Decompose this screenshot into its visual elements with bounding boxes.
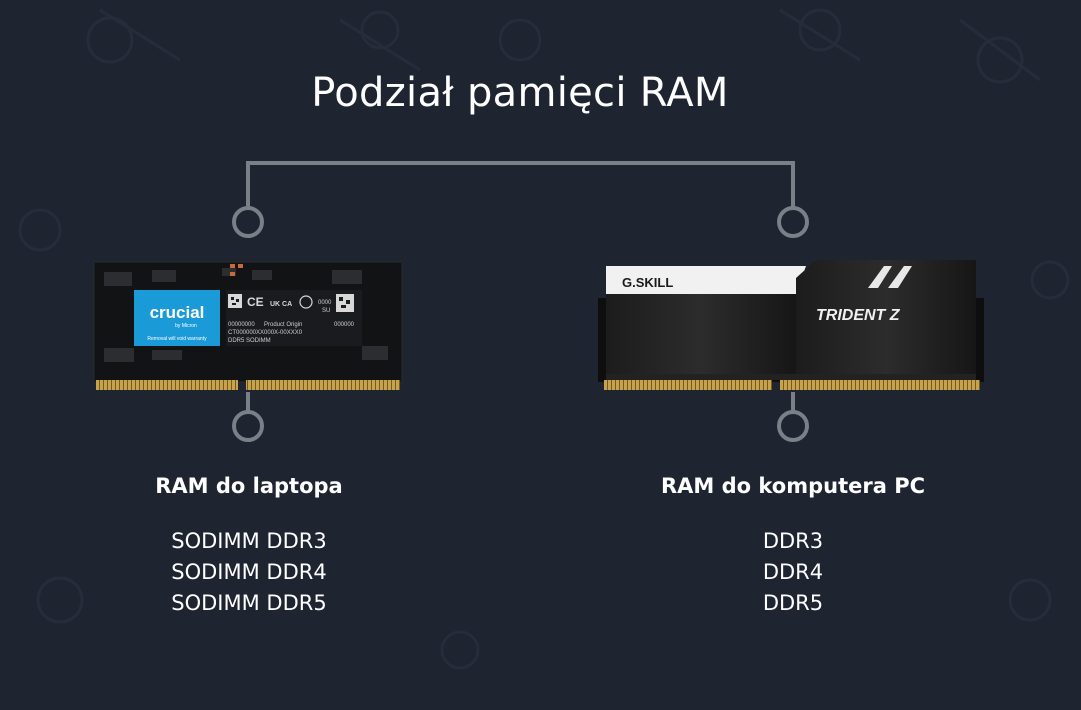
warranty-text: Removal will void warranty [147,336,207,342]
pc-ram-list: DDR3 DDR4 DDR5 [643,526,943,619]
label-line-4: DDR5 SODIMM [228,338,271,344]
right-bottom-node-icon [777,410,809,442]
gskill-brand-text: G.SKILL [622,275,673,290]
right-top-node-icon [777,206,809,238]
top-bracket-line [246,161,795,208]
left-bottom-node-icon [232,410,264,442]
ukca-mark-text: UK CA [270,301,292,308]
label-line-3: CT000000XX000X-00XXX0 [228,330,303,336]
left-top-node-icon [232,206,264,238]
tridentz-series-text: TRIDENT Z [816,307,901,324]
label-line-5: 0000 [318,300,332,306]
list-item: SODIMM DDR3 [171,529,327,553]
label-line-7: 000000 [334,322,355,328]
laptop-ram-list: SODIMM DDR3 SODIMM DDR4 SODIMM DDR5 [98,526,400,619]
sodimm-module-image: crucial by Micron Removal will void warr… [93,261,403,390]
label-line-2: Product Origin [264,322,302,328]
list-item: DDR5 [762,591,824,615]
label-line-6: SU [322,308,330,314]
list-item: DDR4 [762,560,824,584]
ce-mark-text: CE [247,295,264,309]
label-line-1: 00000000 [228,322,255,328]
pc-ram-heading: RAM do komputera PC [660,474,926,498]
page-title: Podział pamięci RAM [311,70,729,116]
crucial-label [134,290,220,346]
list-item: SODIMM DDR4 [171,560,327,584]
crucial-brand-text: crucial [150,303,205,322]
micron-text: by Micron [175,323,197,329]
dimm-module-image: G.SKILL TRIDENT Z [598,260,984,390]
list-item: DDR3 [762,529,824,553]
laptop-ram-heading: RAM do laptopa [155,474,343,498]
list-item: SODIMM DDR5 [171,591,327,615]
